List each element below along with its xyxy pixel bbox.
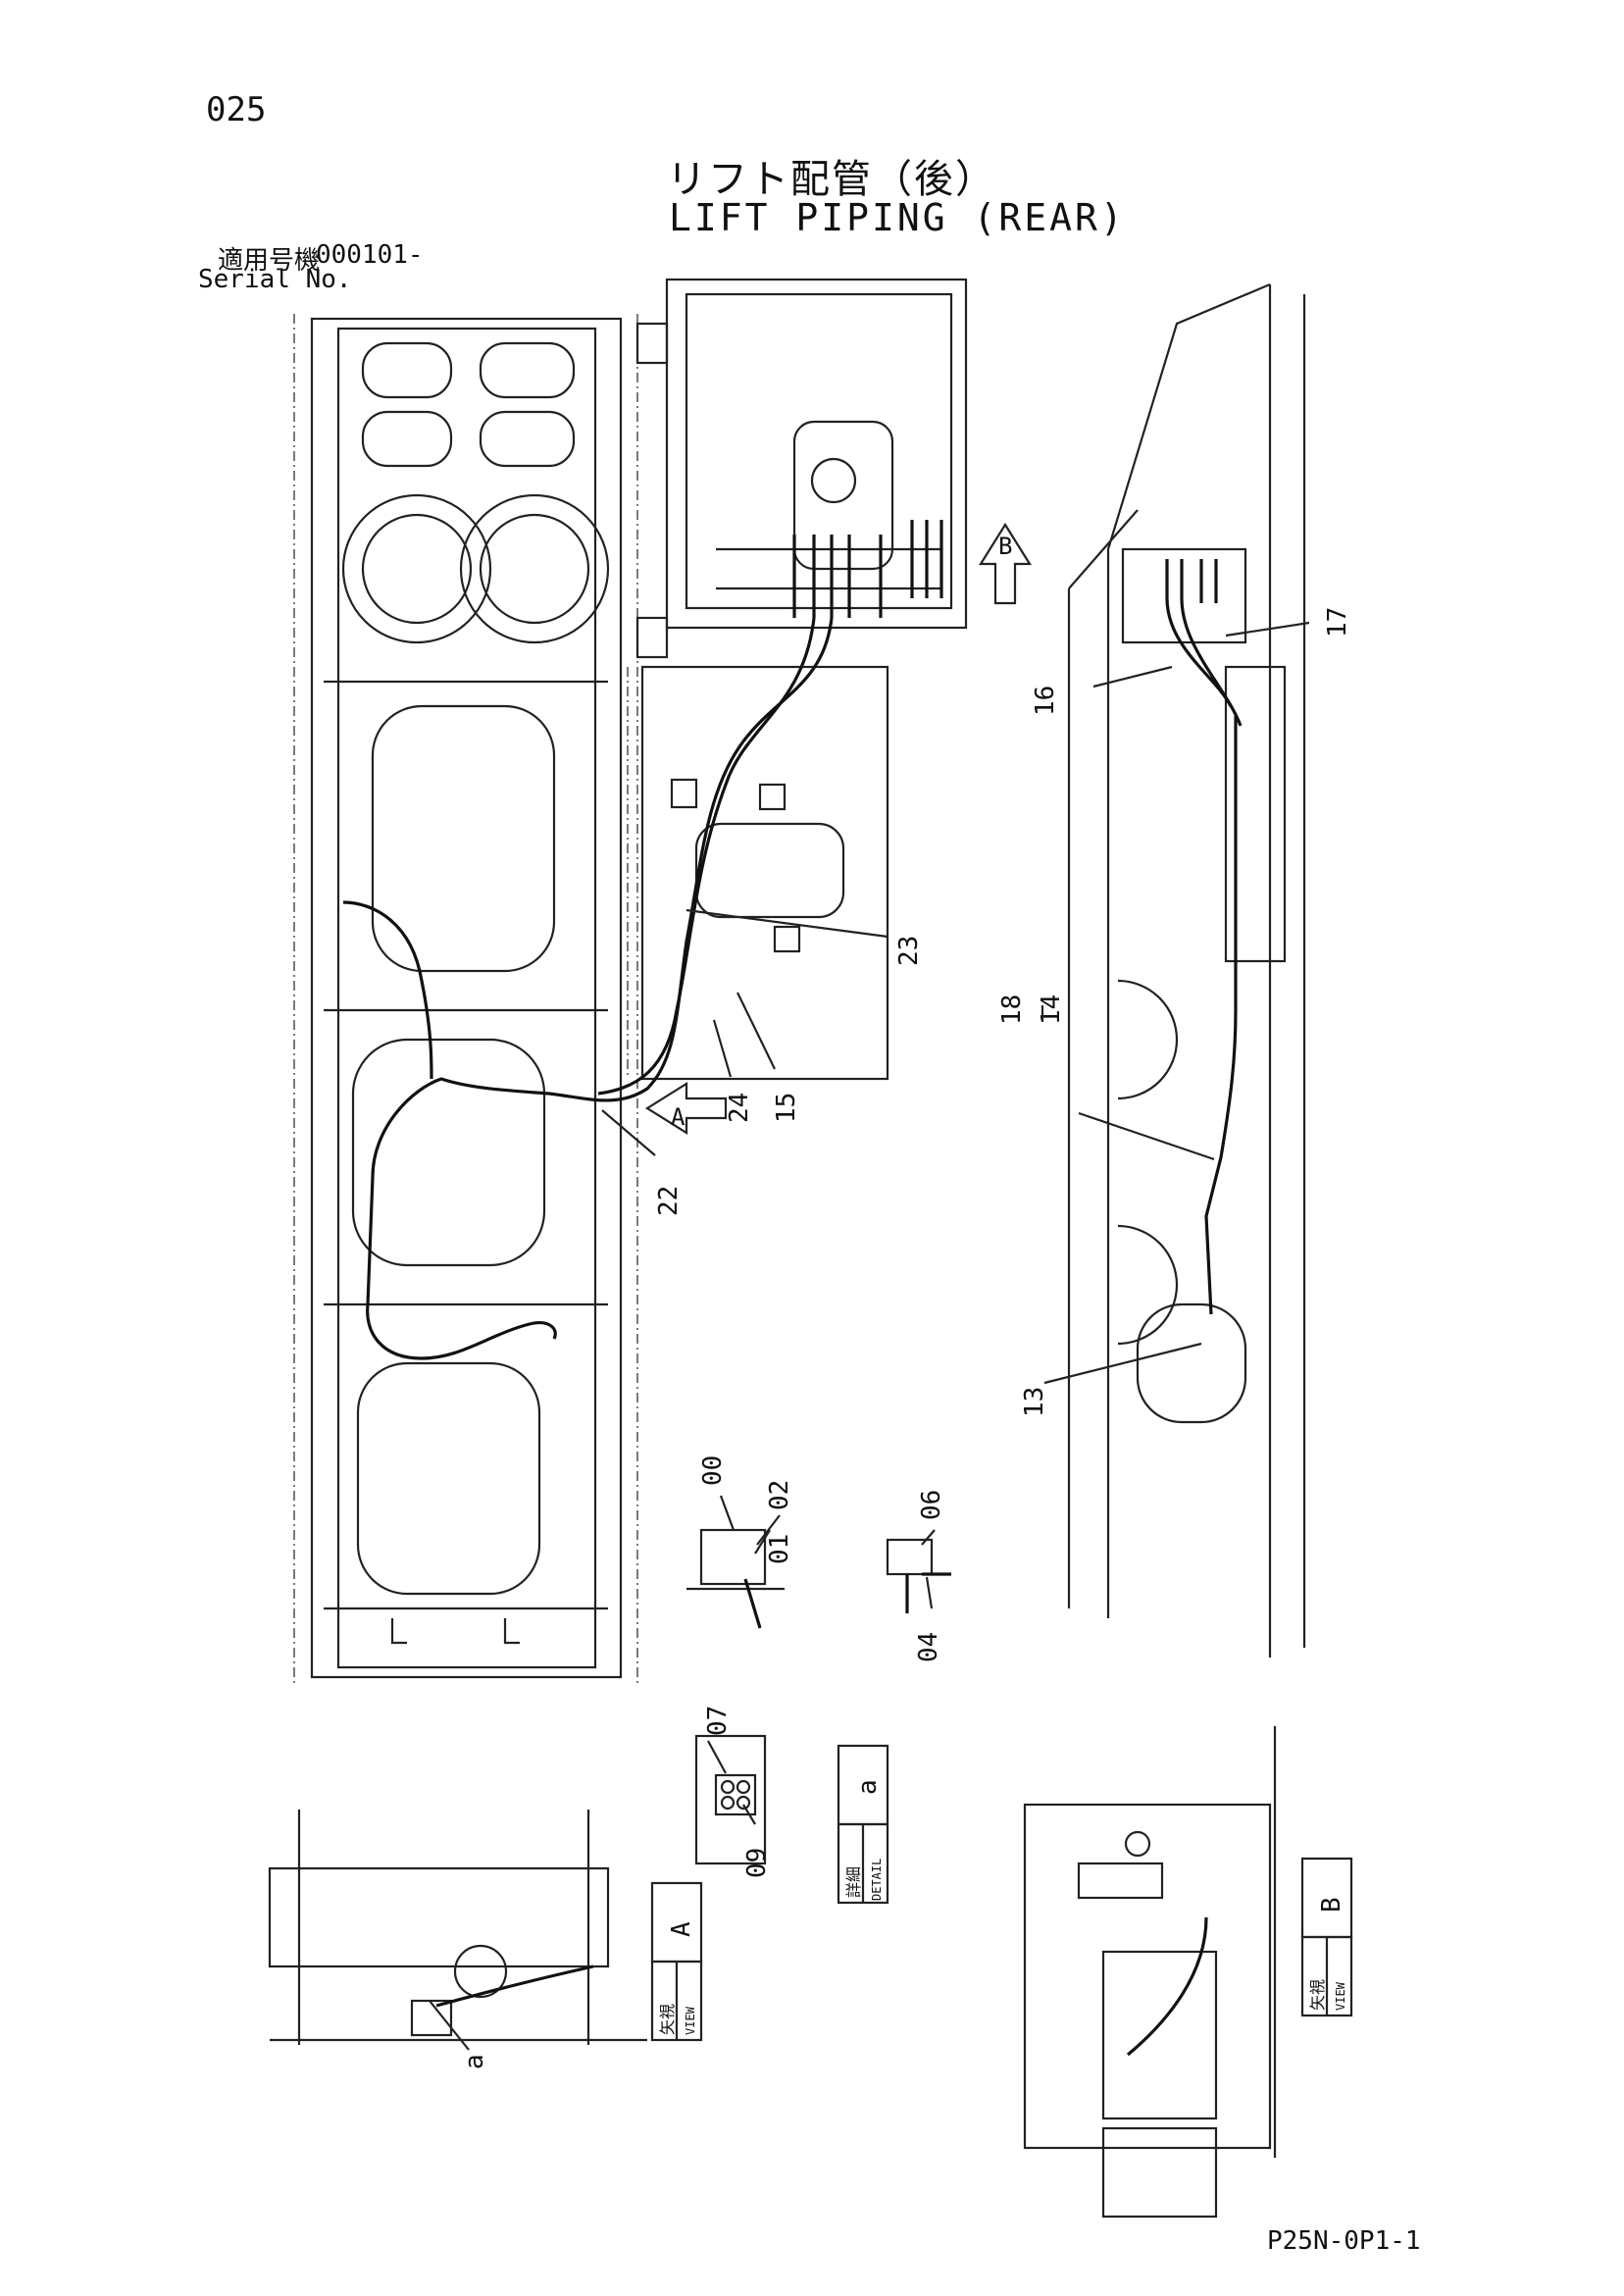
- valve-block-view: [627, 278, 968, 1081]
- view-a-label-en: VIEW: [684, 2006, 697, 2035]
- callout-02: 02: [765, 1480, 794, 1510]
- view-arrow-a: A: [644, 1082, 728, 1135]
- callout-16: 16: [1031, 686, 1060, 716]
- detail-label-jp: 詳細: [844, 1866, 863, 1898]
- side-elevation-view: [1067, 282, 1306, 1658]
- pipe-route-main: [366, 617, 834, 1305]
- callout-15: 15: [772, 1093, 801, 1123]
- serial-label-japanese: 適用号機: [218, 246, 321, 276]
- callout-23: 23: [894, 936, 924, 966]
- main-frame-view: [293, 314, 638, 1687]
- view-arrow-b-label: B: [998, 533, 1012, 560]
- callout-13: 13: [1020, 1387, 1049, 1417]
- view-b-label-jp: 矢視: [1308, 1979, 1327, 2011]
- serial-number-value: 000101-: [316, 240, 424, 270]
- view-a-drawing: [268, 1810, 647, 2045]
- pipe-route-rear: [366, 1303, 557, 1360]
- view-a-label-jp: 矢視: [658, 2004, 677, 2035]
- view-a-letter: A: [667, 1921, 696, 1937]
- fitting-details: [686, 1528, 951, 1629]
- serial-label-english: Serial No.: [198, 265, 352, 294]
- callout-09: 09: [742, 1848, 772, 1878]
- view-b-drawing: [1023, 1726, 1277, 2219]
- drawing-code: P25N-0P1-1: [1267, 2226, 1421, 2256]
- callout-17: 17: [1323, 607, 1352, 638]
- callout-18: 18: [997, 995, 1027, 1025]
- view-arrow-a-label: A: [671, 1103, 685, 1131]
- title-japanese: リフト配管（後）: [667, 157, 996, 202]
- callout-14: 14: [1037, 995, 1066, 1025]
- view-b-letter: B: [1317, 1897, 1346, 1913]
- title-english: LIFT PIPING (REAR): [669, 196, 1126, 239]
- detail-letter: a: [853, 1779, 883, 1795]
- page-number: 025: [206, 90, 267, 129]
- view-a-label-box: 矢視 VIEW A: [650, 1881, 703, 2042]
- callout-07: 07: [703, 1706, 733, 1736]
- detail-a-label-box: 詳細 DETAIL a: [837, 1744, 889, 1905]
- callout-06: 06: [917, 1490, 946, 1520]
- callout-leaders: [429, 621, 1310, 2051]
- detail-a-drawing: [694, 1734, 767, 1865]
- callout-04: 04: [914, 1632, 943, 1662]
- view-b-label-en: VIEW: [1334, 1981, 1347, 2011]
- pipe-route-secondary: [597, 617, 816, 1096]
- view-b-label-box: 矢視 VIEW B: [1300, 1857, 1353, 2017]
- callout-22: 22: [654, 1186, 684, 1216]
- callout-a: a: [460, 2054, 489, 2069]
- callout-01: 01: [765, 1534, 794, 1564]
- detail-label-en: DETAIL: [870, 1859, 884, 1901]
- callout-00: 00: [698, 1455, 728, 1486]
- callout-24: 24: [725, 1093, 754, 1123]
- view-arrow-b: B: [979, 522, 1032, 605]
